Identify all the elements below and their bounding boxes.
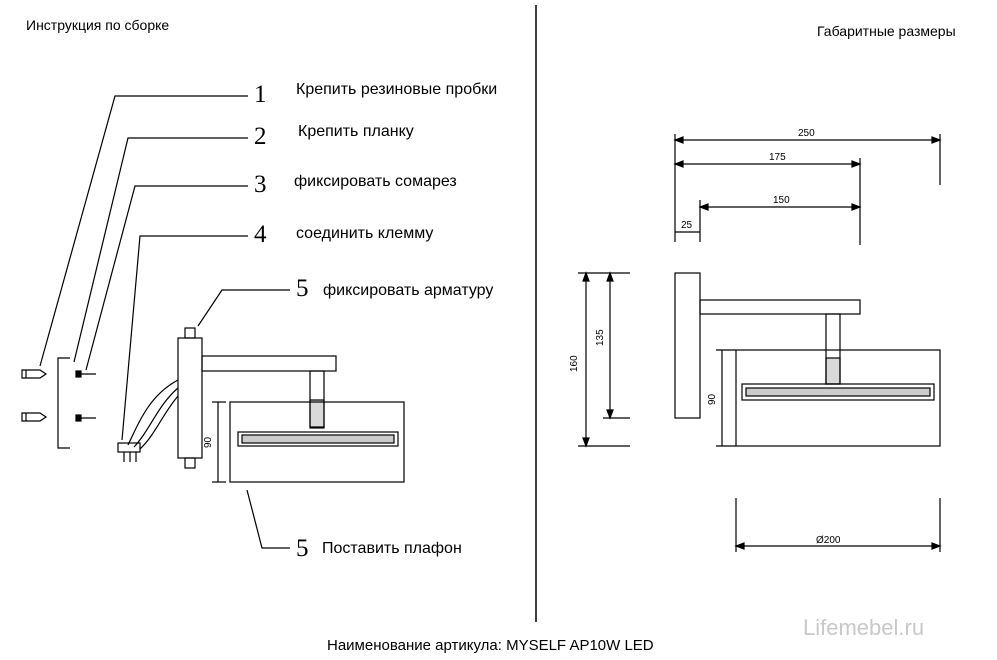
wall-plate-right [674,272,701,419]
assembly-instructions-heading: Инструкция по сборке [26,17,170,33]
shade-right [735,349,941,447]
leader-2 [73,137,248,363]
step-5-number: 5 [296,275,309,302]
dim-arm-length: 175 [769,152,786,163]
dim-shade-diameter: Ø200 [816,535,841,546]
article-name: Наименование артикула: MYSELF AP10W LED [327,637,654,654]
leader-4 [121,235,248,441]
dim-shade-height: 90 [707,393,718,405]
step-4-number: 4 [254,221,267,248]
dimensions-heading: Габаритные размеры [817,23,956,39]
dim-width-total: 250 [798,128,815,139]
step-3-text: фиксировать сомарез [294,173,457,190]
dim-shade-height-left: 90 [203,436,214,448]
leader-5-bottom [246,489,290,549]
dim-height-mount: 135 [595,329,606,346]
step-2-text: Крепить планку [298,123,414,140]
step-2-number: 2 [254,123,267,150]
step-5b-number: 5 [296,535,309,562]
rubber-plugs [21,369,48,422]
screws [75,370,96,422]
step-4-text: соединить клемму [296,225,434,242]
leader-1 [39,95,248,367]
wires [117,379,179,462]
step-3-number: 3 [254,171,267,198]
arm-left [201,355,337,372]
watermark: Lifemebel.ru [803,615,925,640]
dim-height-total: 160 [569,355,580,372]
mounting-bracket [57,357,70,449]
leader-5-top [197,289,290,327]
step-5b-text: Поставить плафон [322,540,462,557]
dim-plate-width: 25 [681,220,693,231]
shade-left [229,401,405,483]
step-1-number: 1 [254,81,267,108]
arm-right [699,299,861,315]
step-1-text: Крепить резиновые пробки [296,81,498,98]
dim-shade-offset: 150 [773,195,790,206]
step-5-text: фиксировать арматуру [323,282,494,299]
wall-plate-left [177,337,203,459]
leader-3 [85,185,248,371]
